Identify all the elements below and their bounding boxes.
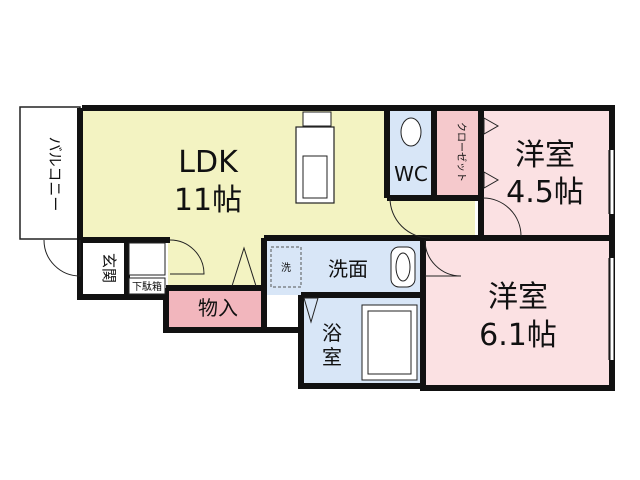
- western-room-1-size-label: 4.5帖: [506, 175, 584, 210]
- door-swing: [169, 239, 205, 275]
- wc-label: WC: [394, 162, 428, 186]
- entrance-area: [82, 240, 127, 295]
- door-swing: [231, 246, 257, 287]
- shoe-box: [128, 242, 166, 276]
- closet-label: クローゼット: [455, 122, 467, 182]
- bath-label-1: 浴: [322, 321, 342, 345]
- closet-area: [436, 110, 480, 196]
- door-swing: [43, 239, 81, 277]
- kitchen-counter: [295, 126, 335, 204]
- washroom-label: 洗面: [328, 257, 368, 281]
- washer-spot: [270, 246, 302, 288]
- washbasin-bowl: [395, 252, 411, 282]
- door-swing: [483, 117, 500, 135]
- washbasin: [390, 246, 416, 288]
- shoe-box-label: 下駄箱: [132, 280, 162, 293]
- storage-area: [169, 288, 265, 328]
- door-swing: [482, 197, 522, 237]
- door-swing: [483, 171, 500, 189]
- western-room-1-name-label: 洋室: [515, 138, 575, 173]
- bathtub: [361, 304, 418, 381]
- toilet: [400, 117, 422, 147]
- western-room-2-size-label: 6.1帖: [479, 318, 557, 353]
- western-room-1-area: [482, 110, 610, 238]
- ldk-name-label: LDK: [178, 145, 239, 180]
- balcony-area: [19, 106, 81, 240]
- entrance-label: 玄関: [100, 253, 118, 283]
- ldk-size-label: 11帖: [174, 183, 242, 218]
- door-swing: [389, 197, 431, 239]
- balcony-label: バルコニー: [46, 137, 64, 212]
- storage-label: 物入: [198, 296, 238, 320]
- washer-label: 洗: [281, 262, 291, 274]
- shoe-box-label-bg: [128, 277, 166, 295]
- door-swing: [303, 297, 319, 324]
- bath-label-2: 室: [322, 345, 342, 369]
- door-swing: [424, 239, 462, 277]
- bathtub-inner: [367, 310, 412, 375]
- western-room-2-area: [425, 240, 613, 386]
- kitchen-range: [302, 111, 332, 127]
- western-room-2-name-label: 洋室: [488, 280, 548, 315]
- kitchen-sink: [302, 155, 328, 199]
- ldk-lower-area: [168, 238, 265, 286]
